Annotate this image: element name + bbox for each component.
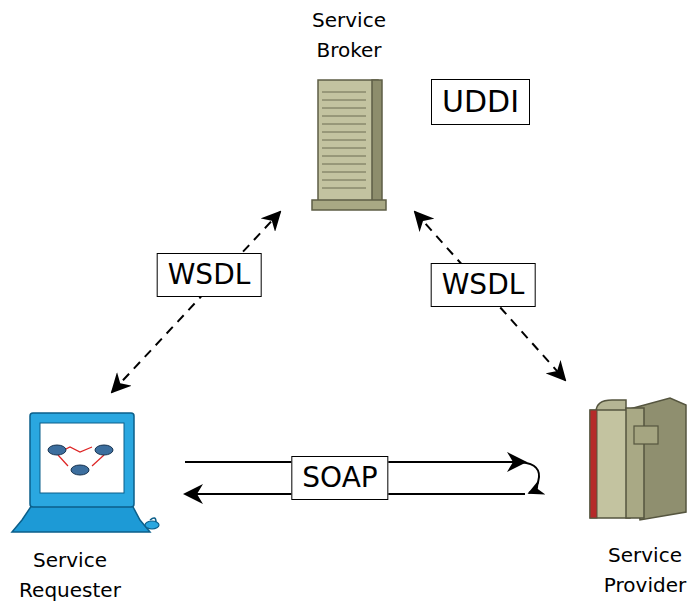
node-label: Service Requester [10, 545, 130, 605]
node-label: Service Broker [294, 5, 404, 65]
dashed-arrow [112, 212, 280, 392]
registry-label: UDDI [442, 84, 519, 120]
protocol-label: SOAP [291, 456, 388, 500]
broker-server-icon [312, 80, 386, 210]
dashed-arrow [415, 212, 565, 380]
node-label: Service Provider [596, 540, 694, 600]
registry-box: UDDI [431, 79, 530, 125]
provider-server-icon [590, 398, 686, 520]
soap-loop [516, 462, 539, 493]
protocol-label: WSDL [431, 263, 536, 307]
broker-node: Service Broker [275, 5, 423, 212]
requester-computer-icon [12, 413, 159, 532]
requester-node: Service Requester [10, 392, 185, 605]
protocol-label: WSDL [157, 253, 262, 297]
provider-node: Service Provider [525, 380, 694, 605]
